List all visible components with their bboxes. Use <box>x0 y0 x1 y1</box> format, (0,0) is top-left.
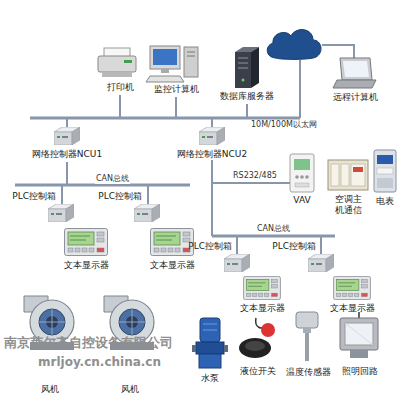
device-node: 文本显示器 <box>64 228 109 271</box>
drop-wire <box>246 104 248 118</box>
device-label: 水泵 <box>201 373 219 384</box>
can-bus <box>212 235 335 238</box>
plc-box-icon <box>48 204 74 222</box>
controller-icon <box>199 127 225 145</box>
drop-wire <box>66 118 68 128</box>
bus-label: 10M/100M以太网 <box>250 120 318 130</box>
device-label: 文本显示器 <box>64 260 109 271</box>
device-label: PLC控制箱 <box>272 241 316 252</box>
device-label: 温度传感器 <box>286 367 331 378</box>
printer-icon <box>98 48 136 77</box>
device-label: 文本显示器 <box>330 303 375 314</box>
device-label: 打印机 <box>107 82 134 93</box>
controller-module-icon <box>328 160 368 190</box>
device-node: VAV <box>290 154 314 206</box>
vav-panel-icon <box>290 154 314 192</box>
device-label: 文本显示器 <box>240 303 285 314</box>
drop-wire <box>211 118 213 128</box>
server-icon <box>235 47 259 88</box>
plc-box-icon <box>224 254 250 272</box>
device-label: PLC控制箱 <box>98 191 142 202</box>
edge-label: RS232/485 <box>232 171 278 181</box>
pump-icon <box>192 318 228 368</box>
device-label: 风机 <box>121 384 139 395</box>
device-node: 文本显示器 <box>240 276 285 314</box>
device-label: PLC控制箱 <box>12 191 56 202</box>
device-label: 数据库服务器 <box>220 91 274 102</box>
device-node: 数据库服务器 <box>220 47 274 102</box>
floodlight-icon <box>340 312 378 358</box>
device-label: VAV <box>293 195 310 206</box>
drop-wire <box>236 236 238 255</box>
device-node: 空调主机通信 <box>328 160 368 216</box>
bus-label: CAN总线 <box>256 224 291 234</box>
device-node: 温度传感器 <box>286 312 331 378</box>
float-switch-icon <box>239 318 275 358</box>
device-label: 电表 <box>376 196 394 207</box>
laptop-icon <box>333 58 376 88</box>
drop-wire <box>299 60 301 118</box>
device-node: 网络控制器NCU1 <box>32 127 102 160</box>
device-node: 打印机 <box>98 48 136 93</box>
text-display-icon <box>334 276 371 299</box>
internet-cloud <box>267 30 321 60</box>
drop-wire <box>147 185 149 205</box>
temperature-sensor-icon <box>296 312 318 361</box>
device-label: 网络控制器NCU2 <box>177 149 247 160</box>
device-node: 文本显示器 <box>150 228 195 271</box>
rs485-link <box>212 160 290 183</box>
meter-icon <box>374 150 396 192</box>
drop-wire <box>175 97 177 118</box>
plc-box-icon <box>308 254 334 272</box>
watermark: mrljoy.cn.china.cn <box>38 356 161 369</box>
device-node: 电表 <box>374 150 396 207</box>
bus-label: CAN总线 <box>95 174 130 184</box>
drop-wire <box>320 236 322 255</box>
text-display-icon <box>65 229 108 256</box>
controller-icon <box>54 127 80 145</box>
bus-wires <box>15 45 354 255</box>
device-label: 空调主机通信 <box>333 194 363 216</box>
device-label: 照明回路 <box>342 366 378 377</box>
drop-wire <box>61 185 63 205</box>
drop-wire <box>66 162 68 185</box>
device-label: 监控计算机 <box>154 84 199 95</box>
computer-icon <box>146 46 198 82</box>
device-node: PLC控制箱 <box>272 241 334 272</box>
drop-wire <box>119 95 121 118</box>
drop-wire <box>211 183 213 236</box>
device-label: 液位开关 <box>240 366 276 377</box>
watermark: 南京莱尔齐自控设备有限公司 <box>4 336 173 350</box>
device-node: 照明回路 <box>338 312 380 377</box>
device-node: 监控计算机 <box>146 46 199 95</box>
device-node: 液位开关 <box>238 318 276 377</box>
text-display-icon <box>244 276 281 299</box>
device-label: PLC控制箱 <box>188 241 232 252</box>
device-node: PLC控制箱 <box>12 191 74 222</box>
device-label: 风机 <box>41 384 59 395</box>
drop-wire <box>322 45 354 58</box>
device-node: 网络控制器NCU2 <box>177 127 247 160</box>
device-node: PLC控制箱 <box>98 191 160 222</box>
device-label: 网络控制器NCU1 <box>32 149 102 160</box>
device-node: PLC控制箱 <box>188 241 250 272</box>
device-label: 文本显示器 <box>150 260 195 271</box>
device-node: 水泵 <box>192 318 228 384</box>
text-display-icon <box>151 229 194 256</box>
device-label: 远程计算机 <box>333 92 378 103</box>
device-node: 远程计算机 <box>333 58 378 103</box>
device-node: 文本显示器 <box>330 276 375 314</box>
plc-box-icon <box>134 204 160 222</box>
